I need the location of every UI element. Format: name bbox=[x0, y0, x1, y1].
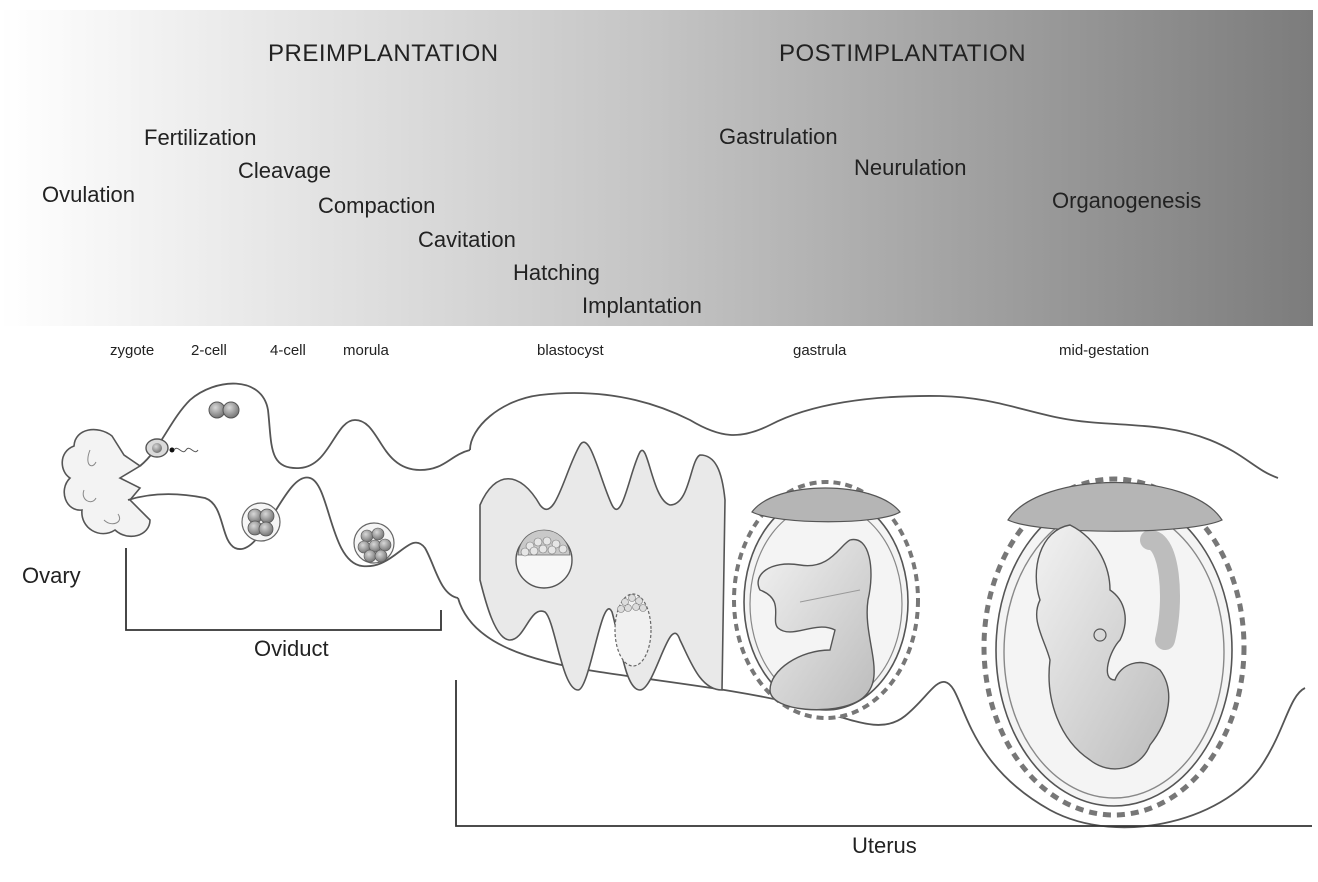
two-cell-embryo bbox=[209, 402, 239, 418]
label-uterus: Uterus bbox=[852, 833, 917, 859]
zygote-cell bbox=[146, 439, 198, 457]
four-cell-embryo bbox=[242, 503, 280, 541]
hatching-blastocyst bbox=[615, 594, 651, 666]
gastrula-conceptus bbox=[734, 482, 918, 718]
mid-gestation-conceptus bbox=[984, 479, 1244, 815]
oviduct-shape bbox=[128, 384, 470, 598]
morula-embryo bbox=[354, 523, 394, 563]
label-oviduct: Oviduct bbox=[254, 636, 329, 662]
label-ovary: Ovary bbox=[22, 563, 81, 589]
blastocyst-embryo bbox=[516, 530, 572, 588]
ovary-shape bbox=[62, 430, 150, 537]
oviduct-bracket bbox=[126, 548, 441, 630]
